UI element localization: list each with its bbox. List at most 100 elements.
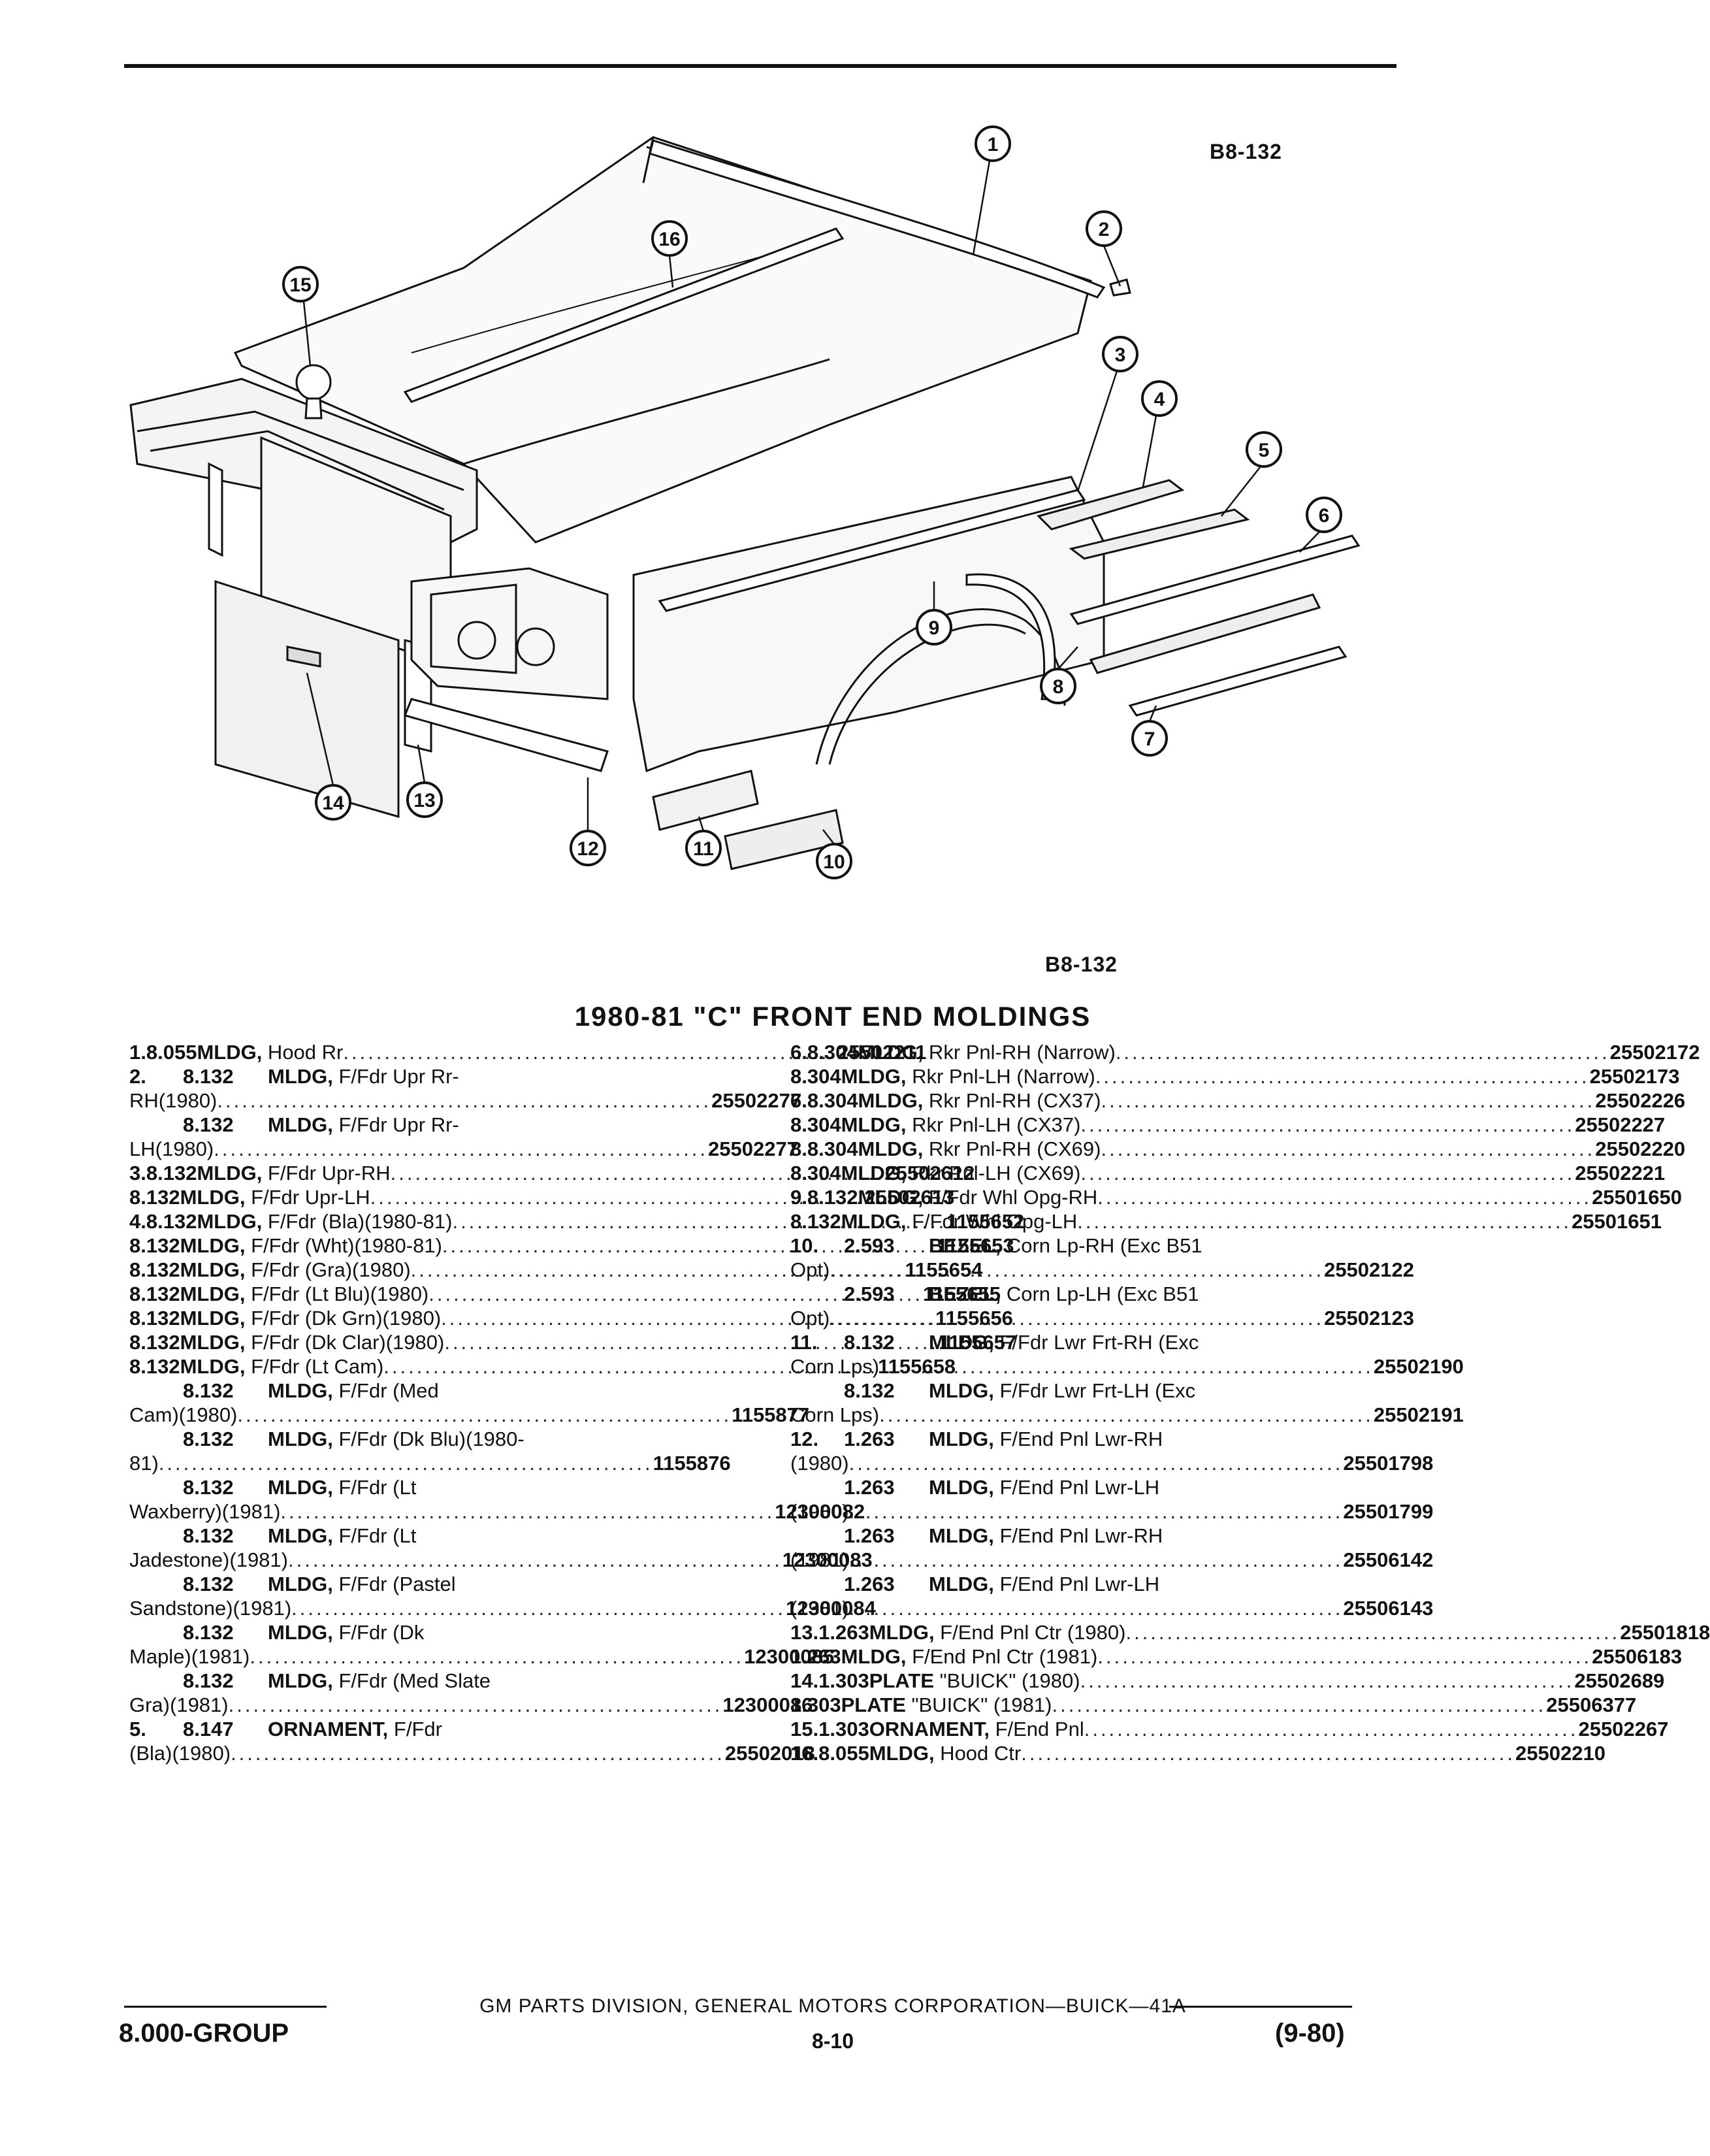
part-detail: Opt) xyxy=(790,1258,830,1281)
part-number: 25502220 xyxy=(1595,1137,1686,1160)
leader-dots: ........................................… xyxy=(343,1041,838,1064)
parts-row: 81) ....................................… xyxy=(129,1451,731,1475)
group-number: 8.132 xyxy=(183,1428,234,1450)
part-description: RH(1980) ...............................… xyxy=(129,1088,801,1113)
part-number: 12300086 xyxy=(722,1693,813,1716)
part-number: 25502122 xyxy=(1324,1258,1415,1281)
parts-row: Corn Lps) ..............................… xyxy=(790,1403,1464,1427)
item-number: 14. xyxy=(790,1669,819,1692)
leader-dots: ........................................… xyxy=(1077,1210,1572,1233)
part-detail: Sandstone)(1981) xyxy=(129,1597,292,1620)
callout-4: 4 xyxy=(1141,380,1178,417)
part-number: 12300082 xyxy=(775,1500,865,1523)
part-name: MLDG, xyxy=(180,1234,246,1257)
part-detail: (1980) xyxy=(790,1500,849,1523)
part-name: MLDG, xyxy=(180,1282,246,1305)
part-description: MLDG, F/Fdr (Lt xyxy=(268,1475,717,1499)
part-detail: Corn Lps) xyxy=(790,1403,880,1426)
leader-dots: ........................................… xyxy=(214,1137,709,1160)
part-description: MLDG, F/Fdr Upr Rr- xyxy=(268,1064,717,1088)
part-number: 25502123 xyxy=(1324,1307,1415,1330)
part-number: 12300085 xyxy=(744,1645,835,1668)
part-name: MLDG, xyxy=(858,1137,924,1160)
leader-dots: ........................................… xyxy=(444,1331,939,1354)
part-detail: F/Fdr Upr-LH xyxy=(245,1186,370,1209)
item-number: 5. xyxy=(129,1718,146,1740)
group-number: 8.132 xyxy=(146,1162,197,1184)
svg-text:2: 2 xyxy=(1099,219,1110,240)
part-description: Opt) ...................................… xyxy=(790,1258,1414,1282)
part-description: MLDG, F/Fdr Upr Rr- xyxy=(268,1113,717,1137)
svg-text:5: 5 xyxy=(1259,440,1270,461)
part-detail: Corn Lp-LH (Exc B51 xyxy=(1001,1282,1199,1305)
leader-dots: ........................................… xyxy=(237,1403,732,1426)
item-number: 12. xyxy=(790,1428,819,1450)
part-number: 25502221 xyxy=(1575,1162,1666,1184)
part-detail: F/Fdr (Dk xyxy=(332,1621,425,1644)
part-description: MLDG, F/Fdr (Dk Clar)(1980) ............… xyxy=(180,1330,1017,1354)
parts-row: Sandstone)(1981) .......................… xyxy=(129,1596,876,1620)
group-number: 8.132 xyxy=(129,1234,180,1257)
part-name: MLDG, xyxy=(268,1113,333,1136)
footer-publisher: GM PARTS DIVISION, GENERAL MOTORS CORPOR… xyxy=(479,1995,1186,2017)
fender-lower-front-molding xyxy=(652,770,759,831)
item-number: 4. xyxy=(129,1210,146,1233)
hood-ornament xyxy=(295,364,332,400)
part-name: MLDG, xyxy=(929,1476,994,1499)
leader-dots xyxy=(1202,1233,1404,1258)
item-number xyxy=(790,1379,844,1403)
leader-dots: ........................................… xyxy=(370,1186,865,1209)
part-description: MLDG, F/Fdr (Dk Blu)(1980- xyxy=(268,1427,717,1451)
headlamp-housing xyxy=(410,567,609,700)
page-title: 1980-81 "C" FRONT END MOLDINGS xyxy=(574,1001,1091,1032)
callout-8: 8 xyxy=(1040,668,1076,704)
part-detail: F/Fdr (Med Slate xyxy=(332,1669,491,1692)
group-number: 8.132 xyxy=(844,1331,895,1354)
leader-dots: ........................................… xyxy=(217,1089,712,1112)
part-description: MLDG, Rkr Pnl-LH (CX69) ................… xyxy=(841,1161,1666,1185)
part-detail: (Bla)(1980) xyxy=(129,1742,231,1765)
parts-row: (Bla)(1980) ............................… xyxy=(129,1741,815,1765)
parts-row: 8.132 MLDG, F/Fdr (Dk Blu)(1980- xyxy=(129,1427,717,1451)
group-number: 8.132 xyxy=(183,1476,234,1499)
part-number: 1155876 xyxy=(653,1452,731,1475)
leader-dots: ........................................… xyxy=(442,1234,937,1257)
group-number: 2.593 xyxy=(844,1234,895,1257)
svg-text:8: 8 xyxy=(1053,676,1064,698)
part-name: MLDG, xyxy=(841,1645,907,1668)
leader-dots: ........................................… xyxy=(1084,1718,1579,1740)
part-name: MLDG, xyxy=(180,1355,246,1378)
leader-dots: ........................................… xyxy=(830,1307,1325,1330)
rocker-molding-7 xyxy=(1128,645,1347,717)
part-detail: Opt) xyxy=(790,1307,830,1330)
leader-dots xyxy=(459,1064,717,1088)
part-detail: F/End Pnl Lwr-LH xyxy=(993,1476,1160,1499)
item-number xyxy=(790,1524,844,1548)
part-detail: "BUICK" (1980) xyxy=(934,1669,1080,1692)
part-description: MLDG, F/Fdr (Pastel xyxy=(268,1572,717,1596)
part-detail: Corn Lps) xyxy=(790,1355,880,1378)
date-code: (9-80) xyxy=(1275,2019,1345,2048)
item-number xyxy=(129,1524,183,1548)
part-number: 25502277 xyxy=(708,1137,798,1160)
item-number: 10. xyxy=(790,1234,819,1257)
part-name: MLDG, xyxy=(197,1162,263,1184)
part-name: MLDG, xyxy=(841,1065,907,1088)
callout-16: 16 xyxy=(651,220,688,257)
part-name: MLDG, xyxy=(929,1331,994,1354)
part-description: MLDG, F/Fdr Lwr Frt-LH (Exc xyxy=(929,1379,1404,1403)
fender-ornament-5 xyxy=(1069,508,1250,560)
part-detail: F/Fdr (Lt Cam) xyxy=(245,1355,384,1378)
leader-dots xyxy=(524,1427,717,1451)
